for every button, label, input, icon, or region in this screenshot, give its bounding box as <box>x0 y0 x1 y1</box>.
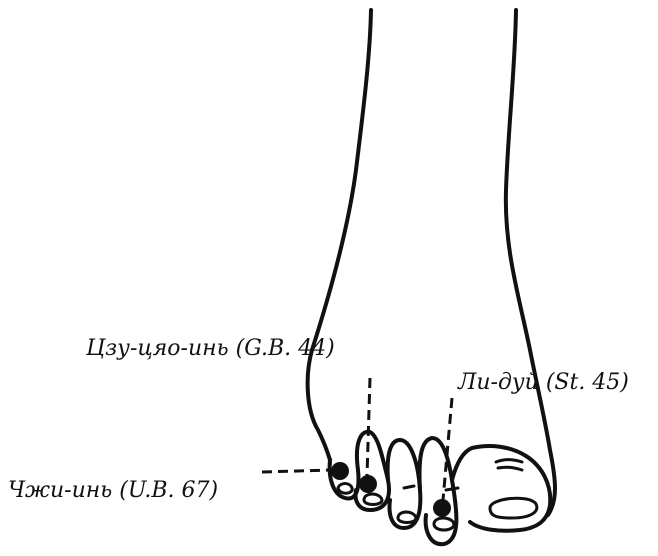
point-marker-st45 <box>433 499 451 517</box>
foot-left-outline <box>308 10 371 460</box>
big-toe-nail <box>490 498 537 518</box>
third-toe-nail <box>398 512 416 523</box>
point-label-st45: Ли-дуй (St. 45) <box>458 372 629 394</box>
fourth-toe-nail <box>364 494 382 505</box>
foot-right-outline <box>506 10 555 515</box>
point-label-gb44: Цзу-цяо-инь (G.B. 44) <box>86 338 335 360</box>
second-toe-nail <box>434 518 454 530</box>
point-marker-ub67 <box>331 462 349 480</box>
toe-crease-4 <box>498 467 522 470</box>
fourth-toe-outline <box>356 432 390 510</box>
little-toe-nail <box>338 484 352 494</box>
toe-crease-2 <box>446 488 458 490</box>
toe-crease-1 <box>404 486 414 488</box>
point-marker-gb44 <box>359 475 377 493</box>
leader-line-ub67 <box>262 470 332 472</box>
point-label-ub67: Чжи-инь (U.B. 67) <box>8 480 218 502</box>
leader-line-gb44 <box>367 378 370 476</box>
toe-crease-3 <box>496 460 522 462</box>
